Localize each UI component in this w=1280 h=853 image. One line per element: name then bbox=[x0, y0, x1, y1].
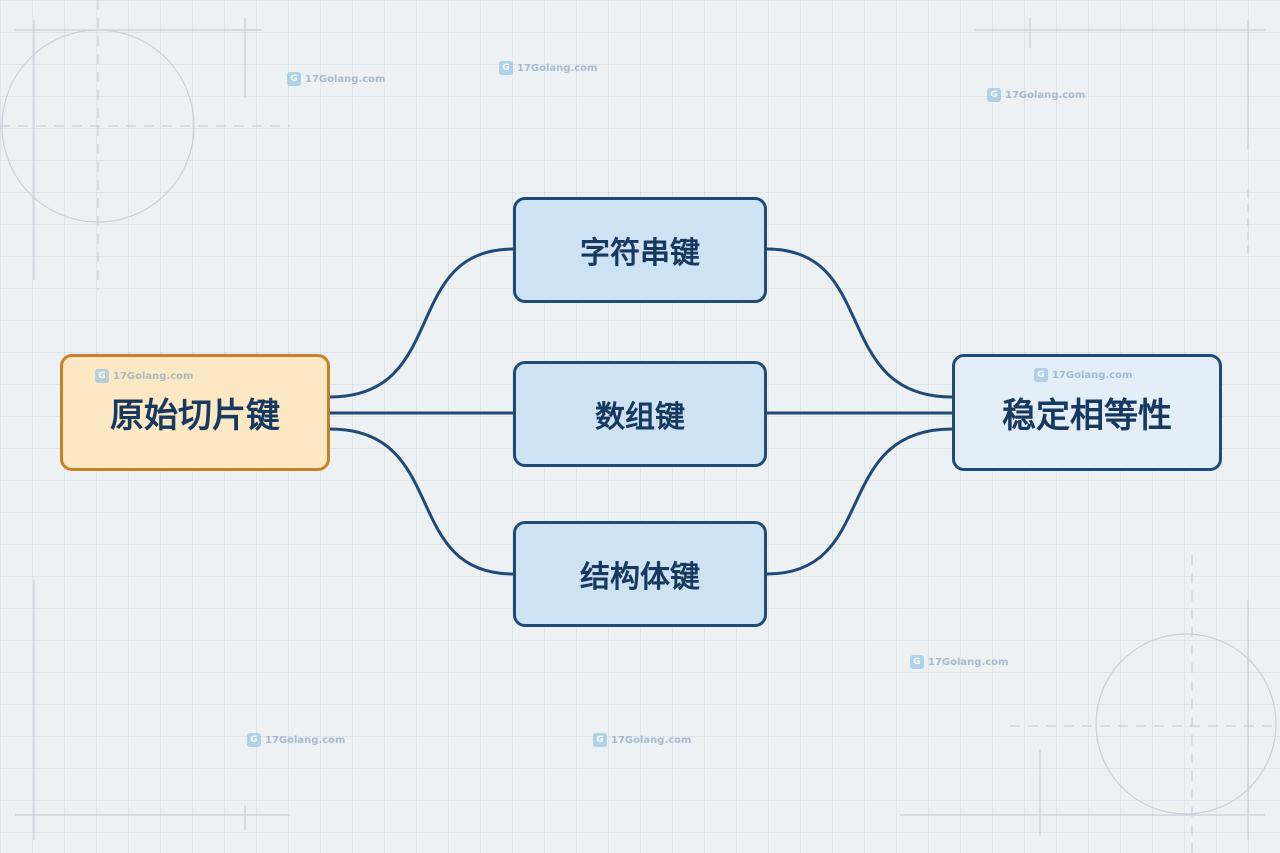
string-key-node: 字符串键 bbox=[513, 197, 767, 303]
source-node-label: 原始切片键 bbox=[110, 396, 280, 436]
watermark-logo-icon: G bbox=[987, 88, 1001, 102]
array-key-label: 数组键 bbox=[595, 400, 685, 435]
connector-source-to-struct-key bbox=[328, 427, 515, 576]
watermark-logo-icon: G bbox=[247, 733, 261, 747]
watermark-logo-icon: G bbox=[910, 655, 924, 669]
watermark-logo-icon: G bbox=[1034, 368, 1048, 382]
watermark-logo-icon: G bbox=[95, 369, 109, 383]
array-key-node: 数组键 bbox=[513, 361, 767, 467]
connector-source-to-string-key bbox=[328, 247, 515, 399]
decor-circle-bottom-right bbox=[1095, 633, 1277, 815]
target-node: 稳定相等性 bbox=[952, 354, 1222, 471]
struct-key-node: 结构体键 bbox=[513, 521, 767, 627]
watermark-logo-icon: G bbox=[287, 72, 301, 86]
connector-lines bbox=[328, 247, 954, 576]
watermark-logo-icon: G bbox=[499, 61, 513, 75]
connector-string-key-to-target bbox=[765, 247, 954, 399]
string-key-label: 字符串键 bbox=[580, 236, 700, 271]
target-node-label: 稳定相等性 bbox=[1002, 396, 1172, 436]
watermark-logo-icon: G bbox=[593, 733, 607, 747]
connector-struct-key-to-target bbox=[765, 427, 954, 576]
struct-key-label: 结构体键 bbox=[580, 560, 700, 595]
